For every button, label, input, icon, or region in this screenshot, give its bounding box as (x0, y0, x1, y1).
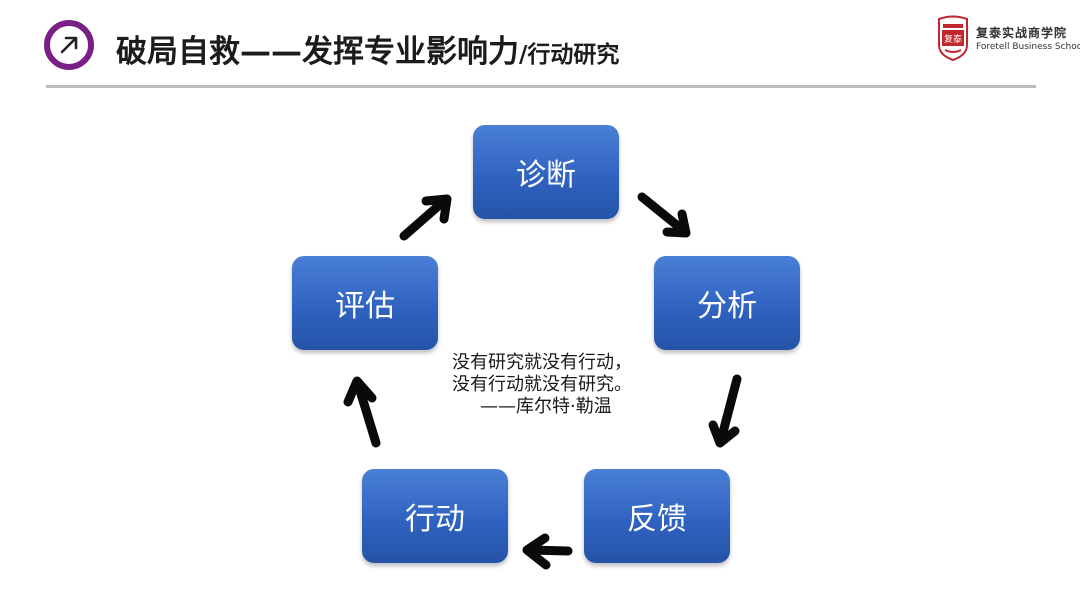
page-title: 破局自救——发挥专业影响力 /行动研究 (116, 26, 620, 70)
arrow-evaluate-to-diagnose (399, 194, 452, 241)
page-title-main: 破局自救——发挥专业影响力 (116, 34, 519, 70)
cycle-node-label: 行动 (405, 502, 465, 537)
cycle-node-evaluate: 评估 (292, 256, 438, 350)
cycle-node-label: 评估 (335, 289, 395, 324)
arrow-action-to-evaluate (343, 376, 381, 448)
quote-block: 没有研究就没有行动， 没有行动就没有研究。 ——库尔特·勒温 (452, 352, 632, 418)
cycle-node-feedback: 反馈 (584, 469, 730, 563)
school-logo-seal: 复泰 (938, 15, 968, 61)
arrow-circle-icon (44, 20, 94, 70)
arrow-analyze-to-feedback (708, 374, 742, 448)
cycle-node-label: 分析 (697, 289, 757, 324)
arrow-feedback-to-action (522, 533, 573, 570)
quote-author: ——库尔特·勒温 (480, 396, 612, 417)
logo-seal-text: 复泰 (944, 33, 962, 45)
logo-name-en: Foretell Business School (976, 42, 1080, 52)
title-divider (46, 85, 1036, 88)
arrow-diagnose-to-analyze (637, 192, 691, 238)
quote-line-1: 没有研究就没有行动， (452, 352, 632, 373)
page-title-sub: /行动研究 (519, 42, 620, 68)
quote-line-2: 没有行动就没有研究。 (452, 374, 632, 395)
cycle-node-diagnose: 诊断 (473, 125, 619, 219)
logo-name-cn: 复泰实战商学院 (976, 26, 1068, 40)
cycle-node-label: 反馈 (627, 502, 687, 537)
cycle-node-label: 诊断 (516, 158, 576, 193)
cycle-node-analyze: 分析 (654, 256, 800, 350)
cycle-node-action: 行动 (362, 469, 508, 563)
